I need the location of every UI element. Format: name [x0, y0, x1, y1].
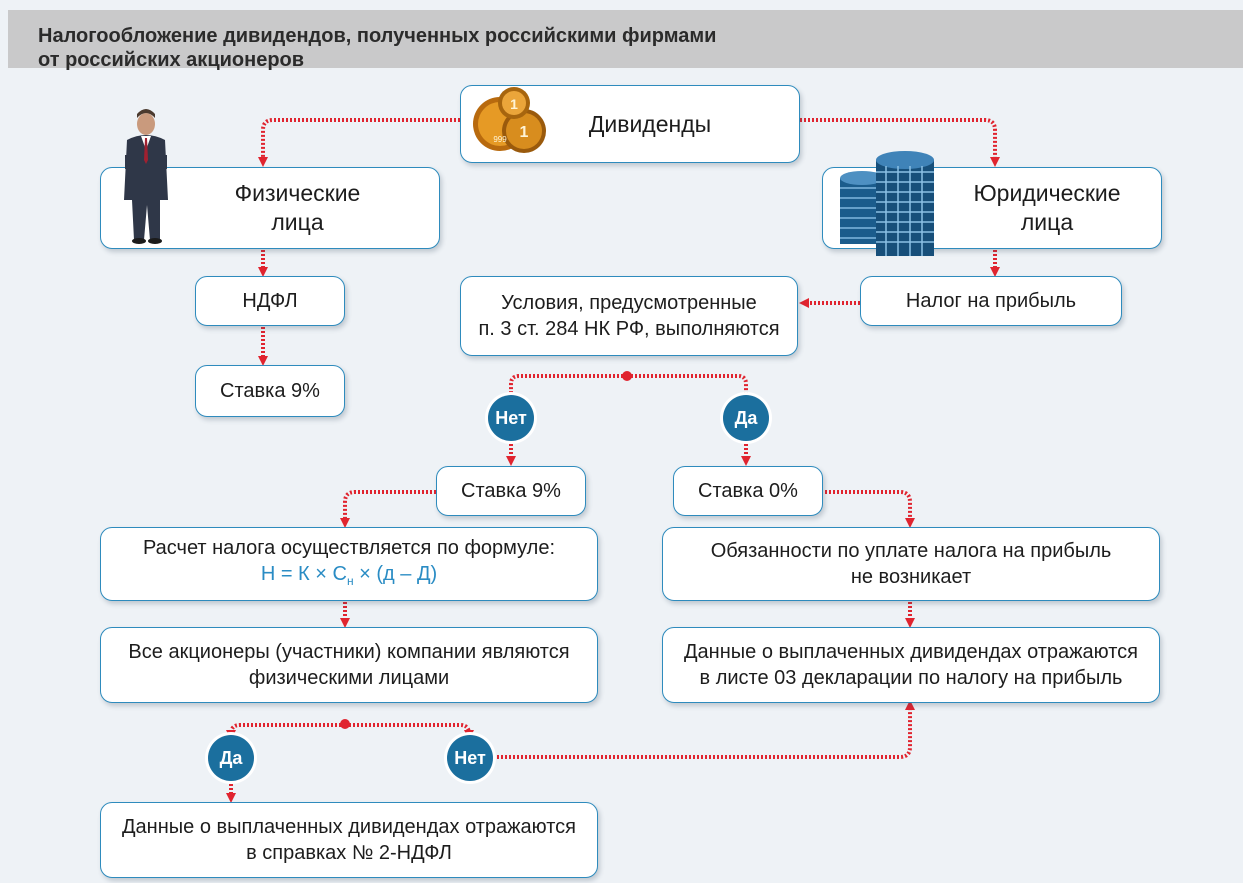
shareholders-box: Все акционеры (участники) компании являю… [100, 627, 598, 703]
connector-shareholders-split-right [345, 723, 474, 740]
rate-9-left-label: Ставка 9% [220, 380, 320, 402]
report-03-line-1: Данные о выплаченных дивидендах отражают… [684, 641, 1138, 663]
tax-formula: Н = К × Сн × (д – Д) [143, 561, 555, 594]
individuals-label-line-1: Физические [234, 180, 361, 206]
split-dot-upper [622, 371, 632, 381]
no-obligation-line-2: не возникает [850, 566, 972, 588]
dividends-label: Дивиденды [588, 110, 712, 137]
legal-entities-label-line-2: лица [1020, 209, 1074, 235]
formula-part-1: Н = К × С [260, 562, 347, 585]
connector-no-to-report03 [493, 700, 915, 759]
rate-9-mid-box: Ставка 9% [436, 466, 586, 516]
no-badge-lower: Нет [447, 735, 493, 781]
rate-9-left-box: Ставка 9% [195, 365, 345, 417]
no-badge-upper: Нет [488, 395, 534, 441]
tax-calculation-box: Расчет налога осуществляется по формуле:… [100, 527, 598, 601]
individuals-box: Физические лица [100, 167, 440, 249]
report-03-line-2: в листе 03 декларации по налогу на прибы… [699, 667, 1123, 689]
report-2ndfl-line-1: Данные о выплаченных дивидендах отражают… [122, 816, 576, 838]
rate-0-box: Ставка 0% [673, 466, 823, 516]
rate-9-mid-label: Ставка 9% [461, 480, 561, 502]
formula-part-2: × (д – Д) [353, 562, 438, 585]
connector-dividends-to-legal [800, 118, 1000, 167]
connector-rate0-to-obligation [825, 490, 915, 528]
conditions-box: Условия, предусмотренные п. 3 ст. 284 НК… [460, 276, 798, 356]
report-2ndfl-box: Данные о выплаченных дивидендах отражают… [100, 802, 598, 878]
connector-dividends-to-individuals [258, 118, 460, 167]
connector-rate9-to-calc [340, 490, 436, 528]
individuals-label-line-2: лица [271, 209, 324, 235]
report-2ndfl-line-2: в справках № 2-НДФЛ [246, 842, 452, 864]
legal-entities-label-line-1: Юридические [973, 180, 1121, 206]
legal-entities-box: Юридические лица [822, 167, 1162, 249]
conditions-line-1: Условия, предусмотренные [501, 292, 757, 314]
ndfl-label: НДФЛ [242, 290, 298, 312]
split-dot-lower [340, 719, 350, 729]
tax-calculation-label: Расчет налога осуществляется по формуле: [142, 536, 556, 559]
profit-tax-box: Налог на прибыль [860, 276, 1122, 326]
yes-badge-upper: Да [723, 395, 769, 441]
shareholders-line-2: физическими лицами [248, 667, 450, 689]
title-line-1: Налогообложение дивидендов, полученных р… [38, 25, 717, 47]
connector-conditions-split-right [627, 374, 751, 403]
page-title: Налогообложение дивидендов, полученных р… [38, 24, 938, 72]
yes-badge-lower: Да [208, 735, 254, 781]
report-03-box: Данные о выплаченных дивидендах отражают… [662, 627, 1160, 703]
conditions-line-2: п. 3 ст. 284 НК РФ, выполняются [478, 318, 780, 340]
no-obligation-box: Обязанности по уплате налога на прибыль … [662, 527, 1160, 601]
title-line-2: от российских акционеров [38, 49, 305, 71]
connector-conditions-split-left [506, 374, 627, 403]
no-obligation-line-1: Обязанности по уплате налога на прибыль [710, 540, 1112, 562]
profit-tax-label: Налог на прибыль [905, 290, 1077, 312]
header-bar: Налогообложение дивидендов, полученных р… [8, 10, 1243, 71]
formula-subscript: н [346, 573, 354, 588]
connector-shareholders-split-left [226, 723, 345, 740]
shareholders-line-1: Все акционеры (участники) компании являю… [128, 641, 570, 663]
ndfl-box: НДФЛ [195, 276, 345, 326]
dividends-box: Дивиденды [460, 85, 800, 163]
rate-0-label: Ставка 0% [698, 480, 798, 502]
